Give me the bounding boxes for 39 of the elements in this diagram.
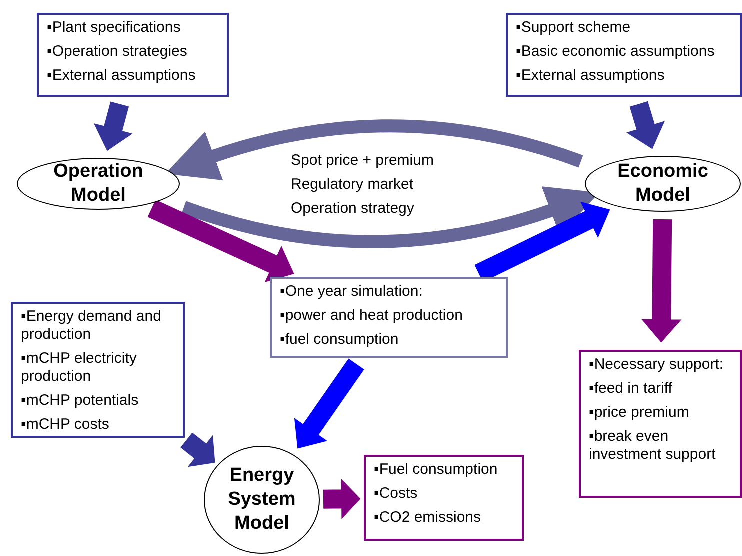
flow-label: Operation strategy [291,200,416,218]
block-arrow [94,102,133,152]
bullet-item: ▪Costs [374,485,419,503]
bullet-item: ▪Fuel consumption [374,461,499,479]
bullet-item: ▪break even investment support [589,428,717,464]
text-box [37,13,229,97]
bullet-item: ▪Energy demand and production [21,308,162,344]
bullet-item: ▪CO2 emissions [374,509,482,527]
bullet-item: ▪Plant specifications [47,19,182,37]
bullet-item: ▪mCHP potentials [21,392,140,410]
text-box [579,350,742,498]
bullet-item: ▪Operation strategies [47,43,188,61]
text-box [270,277,508,358]
model-title: Energy System Model [227,464,297,536]
flow-label: Regulatory market [291,176,415,194]
block-arrow [323,478,361,520]
flow-label: Spot price + premium [291,152,434,170]
bullet-item: ▪price premium [589,404,690,422]
bullet-item: ▪External assumptions [516,67,666,85]
block-arrow [294,358,364,449]
bullet-item: ▪One year simulation: [280,283,424,301]
bullet-item: ▪fuel consumption [280,331,400,349]
block-arrow [642,219,682,343]
bullet-item: ▪Necessary support: [589,356,725,374]
bullet-item: ▪Support scheme [516,19,632,37]
block-arrow [180,432,216,468]
text-box [11,302,185,438]
model-title: Operation Model [52,160,144,208]
text-box [364,455,524,541]
bullet-item: ▪mCHP electricity production [21,350,138,386]
block-arrow [626,101,665,150]
bullet-item: ▪mCHP costs [21,416,110,434]
bullet-item: ▪feed in tariff [589,380,674,398]
bullet-item: ▪power and heat production [280,307,464,325]
bullet-item: ▪External assumptions [47,67,197,85]
model-title: Economic Model [616,160,710,208]
text-box [506,13,742,97]
bullet-item: ▪Basic economic assumptions [516,43,716,61]
block-arrow [148,200,294,283]
